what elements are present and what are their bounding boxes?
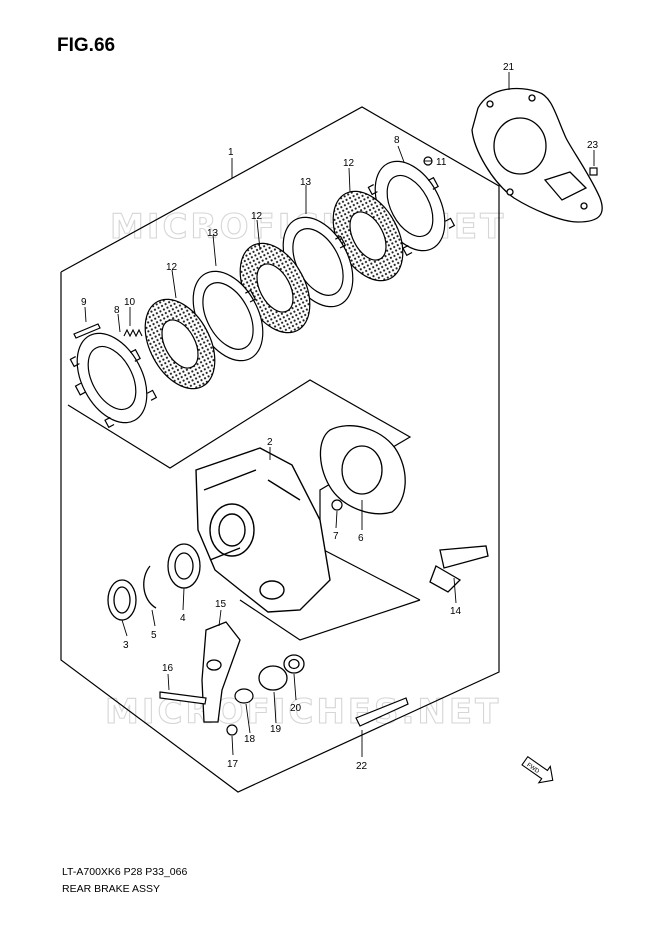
plate-stack [69,160,456,429]
spring-10 [123,328,143,338]
callout-9: 9 [81,297,87,308]
spring-19 [258,665,288,691]
washer-18 [234,688,254,704]
callout-21: 21 [503,62,515,73]
callout-3: 3 [123,640,129,651]
callout-12-back: 12 [343,158,355,169]
callout-19: 19 [270,724,282,735]
callout-6: 6 [358,533,364,544]
leader-lines [84,72,595,757]
callout-18: 18 [244,734,256,745]
callout-8-back: 8 [394,135,400,146]
caliper-body-2 [195,447,331,613]
callout-20: 20 [290,703,302,714]
callout-14: 14 [450,606,462,617]
callout-4: 4 [180,613,186,624]
callout-12-middle: 12 [251,211,263,222]
shim-6 [319,425,406,515]
bolt-22 [355,697,409,727]
lever-15 [201,621,241,723]
callout-16: 16 [162,663,174,674]
callout-23: 23 [587,140,599,151]
ring-20 [283,654,305,674]
fwd-arrow-icon: FWD [521,755,554,784]
callout-5: 5 [151,630,157,641]
seal-4 [167,543,201,589]
callout-10: 10 [124,297,136,308]
retaining-ring-5 [143,565,157,609]
callout-13-front: 13 [207,228,219,239]
ball-7 [331,499,343,511]
callout-11: 11 [436,157,447,168]
nut-17 [226,724,238,736]
callout-22: 22 [356,761,368,772]
callout-13-back: 13 [300,177,312,188]
callout-1: 1 [228,147,234,158]
seal-3 [107,579,137,621]
pin-9 [73,323,101,339]
figure-title: FIG.66 [57,35,116,56]
gasket-21 [471,87,603,223]
pin-23 [589,167,598,176]
callout-2: 2 [267,437,273,448]
callout-12-front: 12 [166,262,178,273]
callout-8-front: 8 [114,305,120,316]
callout-17: 17 [227,759,239,770]
callout-7: 7 [333,531,339,542]
figure-code: LT-A700XK6 P28 P33_066 [62,866,188,878]
figure-name: REAR BRAKE ASSY [62,883,161,895]
callout-15: 15 [215,599,227,610]
bolt-16 [159,691,207,705]
shaft-14 [429,545,489,593]
